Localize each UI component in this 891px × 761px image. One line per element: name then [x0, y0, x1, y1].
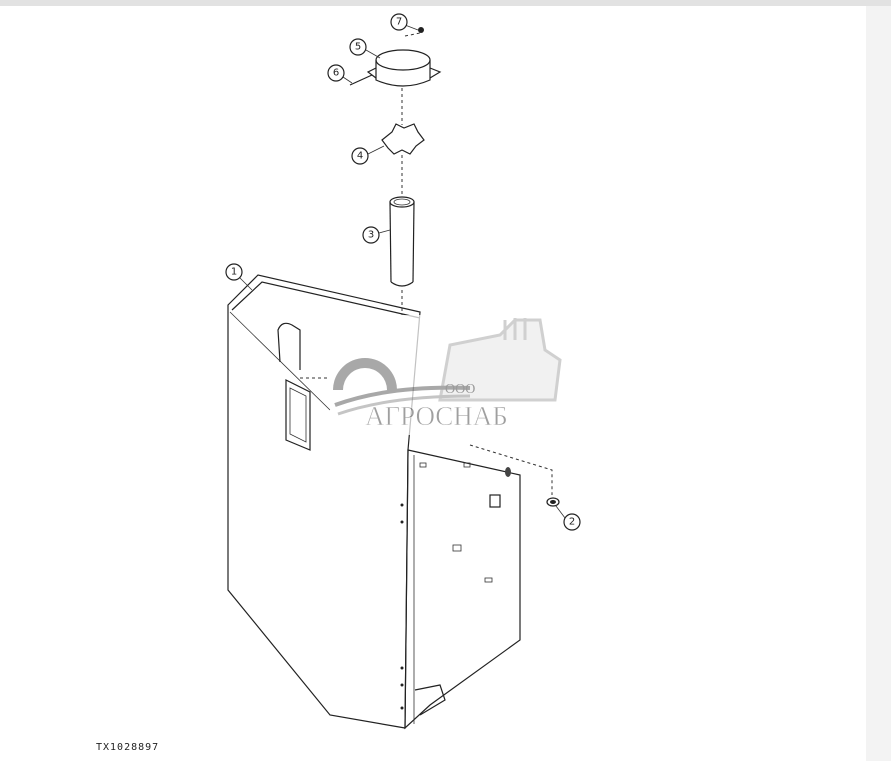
callout-4: 4 — [351, 145, 385, 165]
filler-tube — [389, 196, 415, 287]
callout-1: 1 — [225, 263, 253, 291]
centerline — [469, 444, 553, 495]
callout-7: 7 — [390, 13, 419, 31]
svg-text:7: 7 — [396, 17, 402, 28]
seal — [505, 467, 560, 507]
svg-text:5: 5 — [355, 42, 361, 53]
agrosnab-watermark-logo: ООО АГРОСНАБ — [330, 315, 565, 435]
svg-text:6: 6 — [333, 68, 339, 79]
svg-text:АГРОСНАБ: АГРОСНАБ — [365, 401, 508, 431]
callout-2: 2 — [555, 505, 581, 531]
callout-6: 6 — [327, 64, 353, 84]
callout-5: 5 — [349, 38, 381, 59]
figure-id-label: TX1028897 — [96, 742, 160, 753]
strainer — [381, 123, 425, 155]
svg-text:ООО: ООО — [445, 382, 475, 397]
combine-harvester-icon — [438, 318, 562, 402]
callout-3: 3 — [362, 226, 391, 244]
svg-text:3: 3 — [368, 230, 374, 241]
svg-text:4: 4 — [357, 151, 363, 162]
fuel-cap — [349, 27, 442, 87]
svg-text:1: 1 — [231, 267, 237, 278]
centerline — [404, 32, 421, 37]
top-bar — [0, 0, 891, 6]
right-gutter — [866, 6, 891, 761]
svg-text:2: 2 — [569, 517, 575, 528]
tank — [227, 274, 521, 730]
